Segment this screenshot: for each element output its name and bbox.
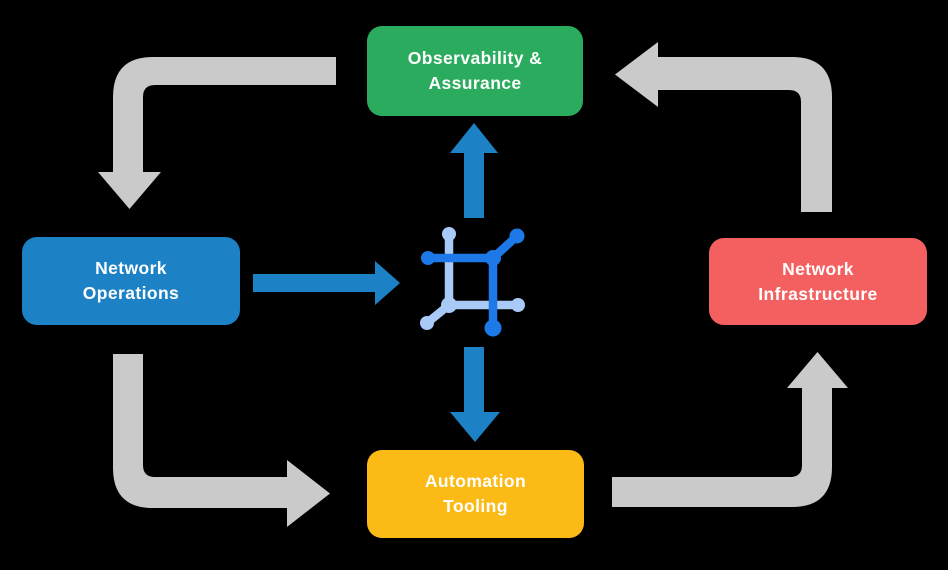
node-label-line: Automation xyxy=(424,471,527,491)
icon-light-node-diagonal xyxy=(420,316,434,330)
network-fabric-icon xyxy=(420,227,525,337)
node-label-line: Tooling xyxy=(443,496,508,516)
node-automation-tooling: Automation Tooling xyxy=(367,450,584,538)
node-observability-assurance: Observability & Assurance xyxy=(367,26,583,116)
arrow-hub-to-automation xyxy=(450,347,500,442)
arrow-automation-to-infrastructure xyxy=(612,352,848,507)
node-label-line: Observability & xyxy=(407,48,543,68)
node-label-line: Network xyxy=(95,258,167,278)
node-label-line: Assurance xyxy=(428,73,522,93)
icon-dark-node-bottom xyxy=(484,319,502,337)
icon-dark-joint xyxy=(485,250,501,266)
node-label-line: Infrastructure xyxy=(758,283,878,304)
arrow-operations-to-automation xyxy=(113,354,330,527)
icon-light-node-right xyxy=(511,298,525,312)
icon-dark-node-left xyxy=(421,251,435,265)
arrow-hub-to-observability xyxy=(450,123,498,218)
icon-light-node-top xyxy=(442,227,456,241)
icon-dark-node-diagonal xyxy=(509,228,525,244)
node-network-infrastructure: Network Infrastructure xyxy=(709,238,927,325)
node-network-operations: Network Operations xyxy=(22,237,240,325)
arrow-infrastructure-to-observability xyxy=(615,42,832,212)
arrow-observability-to-operations xyxy=(98,57,336,209)
node-label-line: Operations xyxy=(82,283,180,303)
arrow-operations-to-hub xyxy=(253,261,400,305)
node-label-line: Network xyxy=(782,258,854,279)
icon-light-joint xyxy=(441,297,457,313)
